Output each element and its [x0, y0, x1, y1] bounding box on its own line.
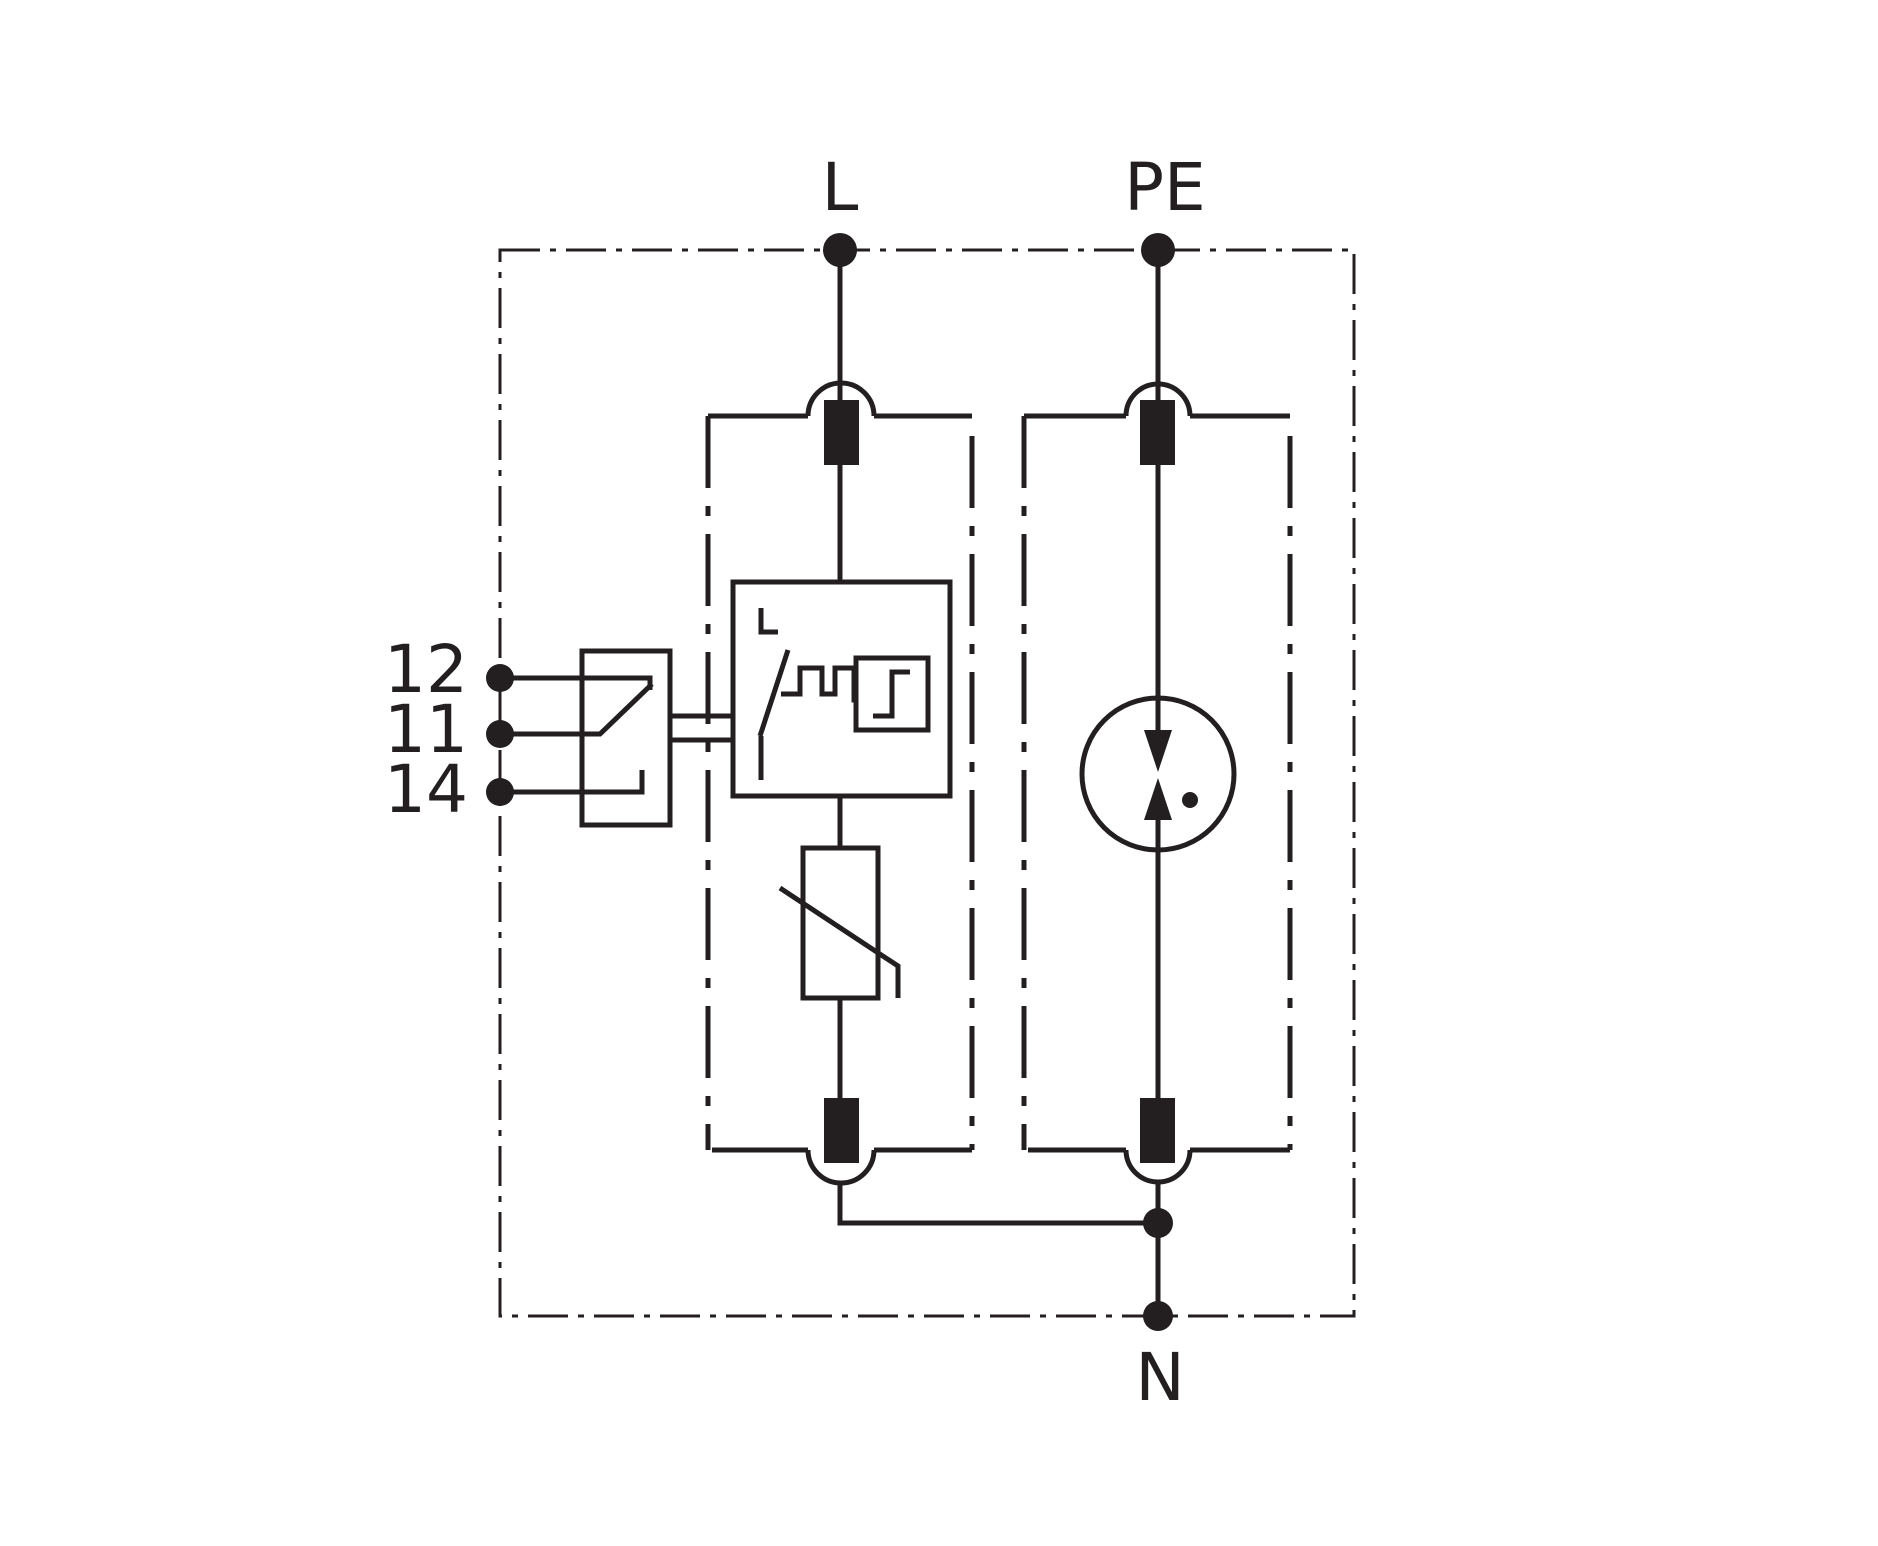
- contact-label-11: 11: [384, 691, 468, 768]
- varistor: [800, 845, 881, 1001]
- contact-label-12: 12: [384, 631, 468, 708]
- terminal-label-n: N: [1135, 1339, 1184, 1416]
- spark-gap-module: [1021, 250, 1293, 1185]
- plug-contact-top-right: [1140, 400, 1175, 465]
- thermal-disconnector-box: [730, 579, 953, 799]
- terminal-label-l: L: [822, 149, 859, 226]
- remote-signal-contact: [500, 648, 733, 828]
- outer-housing-boundary: [498, 248, 1356, 1318]
- contact-label-14: 14: [384, 751, 468, 828]
- terminal-label-pe: PE: [1124, 149, 1206, 226]
- plug-contact-top-left: [824, 400, 859, 465]
- plug-contact-bottom-left: [824, 1098, 859, 1163]
- thermal-sensor: [853, 655, 931, 733]
- plug-contact-bottom-right: [1140, 1098, 1175, 1163]
- varistor-module: [705, 250, 975, 1186]
- neutral-bus: [837, 1182, 1158, 1226]
